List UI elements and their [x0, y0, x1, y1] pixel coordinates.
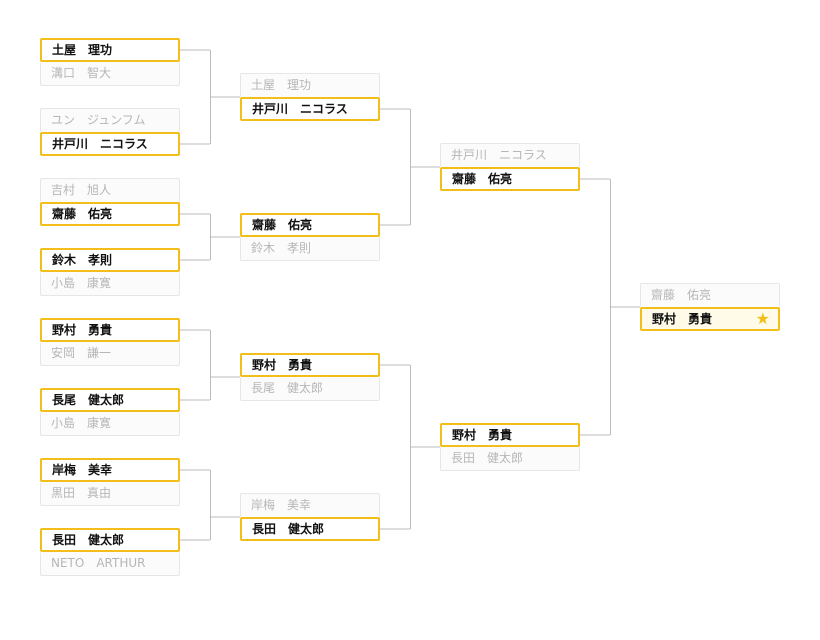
player-name: 野村 勇貴	[452, 428, 513, 442]
eliminated-player[interactable]: 小島 康寛	[40, 272, 180, 296]
match-r2-2: 齋藤 佑亮鈴木 孝則	[240, 213, 380, 261]
player-name: 溝口 智大	[51, 66, 112, 80]
star-icon: ★	[755, 309, 770, 328]
eliminated-player[interactable]: 長田 健太郎	[440, 447, 580, 471]
player-name: 鈴木 孝則	[52, 253, 113, 267]
player-name: 井戸川 ニコラス	[252, 102, 348, 116]
player-name: 長尾 健太郎	[251, 381, 324, 395]
eliminated-player[interactable]: NETO ARTHUR	[40, 552, 180, 576]
player-name: 野村 勇貴	[252, 358, 313, 372]
player-name: 野村 勇貴	[652, 312, 713, 326]
player-name: 鈴木 孝則	[251, 241, 312, 255]
match-r3-2: 野村 勇貴長田 健太郎	[440, 423, 580, 471]
winner-player[interactable]: 齋藤 佑亮	[40, 202, 180, 226]
winner-player[interactable]: 齋藤 佑亮	[440, 167, 580, 191]
match-r1-3: 吉村 旭人齋藤 佑亮	[40, 178, 180, 226]
player-name: 井戸川 ニコラス	[52, 137, 148, 151]
winner-player[interactable]: 井戸川 ニコラス	[240, 97, 380, 121]
player-name: 齋藤 佑亮	[52, 207, 113, 221]
match-r1-2: ユン ジュンフム井戸川 ニコラス	[40, 108, 180, 156]
match-r2-1: 土屋 理功井戸川 ニコラス	[240, 73, 380, 121]
player-name: 黒田 真由	[51, 486, 112, 500]
winner-player[interactable]: 野村 勇貴	[440, 423, 580, 447]
player-name: 土屋 理功	[52, 43, 113, 57]
match-r1-1: 土屋 理功溝口 智大	[40, 38, 180, 86]
player-name: 小島 康寛	[51, 416, 112, 430]
match-r4-1: 齋藤 佑亮野村 勇貴 ★	[640, 283, 780, 331]
player-name: 岸梅 美幸	[251, 498, 312, 512]
eliminated-player[interactable]: ユン ジュンフム	[40, 108, 180, 132]
eliminated-player[interactable]: 齋藤 佑亮	[640, 283, 780, 307]
winner-player[interactable]: 岸梅 美幸	[40, 458, 180, 482]
eliminated-player[interactable]: 岸梅 美幸	[240, 493, 380, 517]
winner-player[interactable]: 野村 勇貴	[40, 318, 180, 342]
player-name: 長田 健太郎	[252, 522, 325, 536]
eliminated-player[interactable]: 黒田 真由	[40, 482, 180, 506]
winner-player[interactable]: 土屋 理功	[40, 38, 180, 62]
eliminated-player[interactable]: 小島 康寛	[40, 412, 180, 436]
player-name: 井戸川 ニコラス	[451, 148, 547, 162]
player-name: 岸梅 美幸	[52, 463, 113, 477]
match-r1-6: 長尾 健太郎小島 康寛	[40, 388, 180, 436]
winner-player[interactable]: 齋藤 佑亮	[240, 213, 380, 237]
match-r3-1: 井戸川 ニコラス齋藤 佑亮	[440, 143, 580, 191]
player-name: 長尾 健太郎	[52, 393, 125, 407]
player-name: NETO ARTHUR	[51, 556, 146, 570]
winner-player[interactable]: 野村 勇貴	[240, 353, 380, 377]
player-name: 安岡 謙一	[51, 346, 112, 360]
eliminated-player[interactable]: 鈴木 孝則	[240, 237, 380, 261]
eliminated-player[interactable]: 井戸川 ニコラス	[440, 143, 580, 167]
winner-player[interactable]: 長田 健太郎	[240, 517, 380, 541]
match-r1-8: 長田 健太郎 NETO ARTHUR	[40, 528, 180, 576]
player-name: 土屋 理功	[251, 78, 312, 92]
player-name: 野村 勇貴	[52, 323, 113, 337]
eliminated-player[interactable]: 土屋 理功	[240, 73, 380, 97]
match-r1-4: 鈴木 孝則小島 康寛	[40, 248, 180, 296]
winner-player[interactable]: 井戸川 ニコラス	[40, 132, 180, 156]
winner-player[interactable]: 鈴木 孝則	[40, 248, 180, 272]
player-name: 齋藤 佑亮	[651, 288, 712, 302]
eliminated-player[interactable]: 溝口 智大	[40, 62, 180, 86]
match-r1-5: 野村 勇貴安岡 謙一	[40, 318, 180, 366]
winner-player[interactable]: 長田 健太郎	[40, 528, 180, 552]
player-name: 長田 健太郎	[52, 533, 125, 547]
player-name: 齋藤 佑亮	[452, 172, 513, 186]
player-name: ユン ジュンフム	[51, 113, 146, 127]
eliminated-player[interactable]: 長尾 健太郎	[240, 377, 380, 401]
eliminated-player[interactable]: 吉村 旭人	[40, 178, 180, 202]
player-name: 長田 健太郎	[451, 451, 524, 465]
player-name: 吉村 旭人	[51, 183, 112, 197]
player-name: 小島 康寛	[51, 276, 112, 290]
eliminated-player[interactable]: 安岡 謙一	[40, 342, 180, 366]
player-name: 齋藤 佑亮	[252, 218, 313, 232]
match-r2-4: 岸梅 美幸長田 健太郎	[240, 493, 380, 541]
match-r2-3: 野村 勇貴長尾 健太郎	[240, 353, 380, 401]
winner-player[interactable]: 野村 勇貴 ★	[640, 307, 780, 331]
match-r1-7: 岸梅 美幸黒田 真由	[40, 458, 180, 506]
winner-player[interactable]: 長尾 健太郎	[40, 388, 180, 412]
